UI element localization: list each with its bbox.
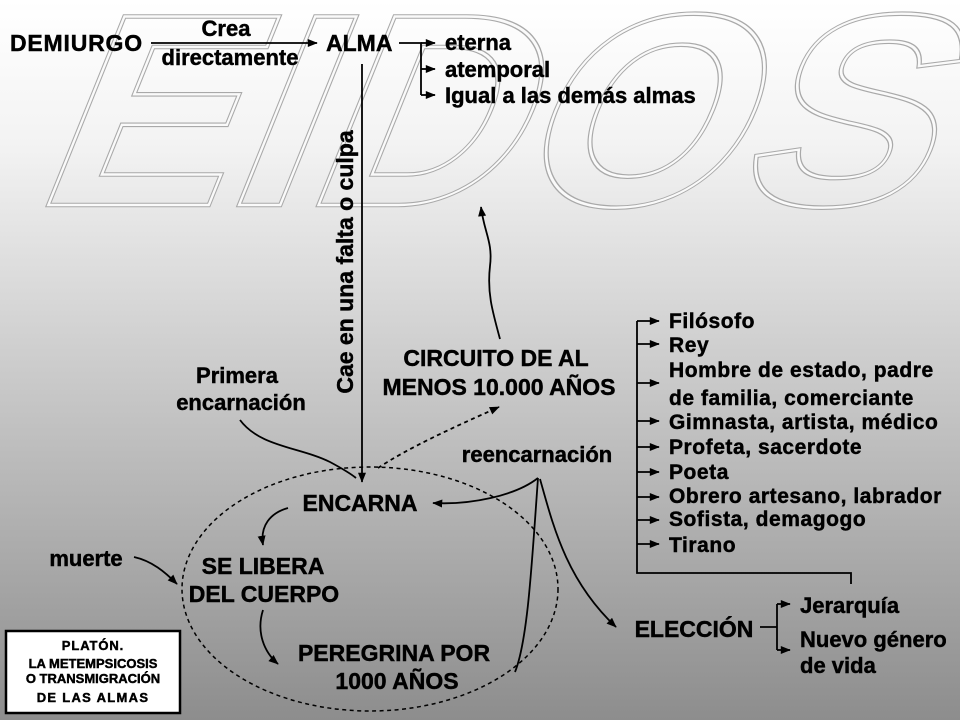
svg-text:atemporal: atemporal [445,57,550,82]
svg-text:Gimnasta, artista, médico: Gimnasta, artista, médico [669,411,938,434]
svg-text:EIDOS: EIDOS [5,0,960,264]
svg-text:Filósofo: Filósofo [669,310,755,333]
svg-text:Hombre de estado, padre: Hombre de estado, padre [669,359,934,382]
svg-text:reencarnación: reencarnación [462,442,612,467]
svg-text:encarnación: encarnación [176,390,306,415]
svg-text:MENOS 10.000 AÑOS: MENOS 10.000 AÑOS [382,373,615,400]
svg-text:Poeta: Poeta [669,461,729,484]
svg-text:PEREGRINA POR: PEREGRINA POR [298,640,491,666]
svg-text:DEMIURGO: DEMIURGO [10,30,143,56]
svg-text:ELECCIÓN: ELECCIÓN [635,615,754,642]
svg-text:ALMA: ALMA [326,30,392,56]
svg-text:ENCARNA: ENCARNA [303,490,418,516]
svg-text:Jerarquía: Jerarquía [800,593,900,618]
svg-text:directamente: directamente [162,45,299,70]
svg-text:Cae en una falta o culpa: Cae en una falta o culpa [332,130,358,393]
svg-text:O TRANSMIGRACIÓN: O TRANSMIGRACIÓN [26,671,160,686]
svg-text:de familia, comerciante: de familia, comerciante [669,387,914,410]
svg-text:DE LAS ALMAS: DE LAS ALMAS [37,690,150,705]
svg-text:CIRCUITO DE AL: CIRCUITO DE AL [403,345,588,371]
svg-text:Obrero artesano, labrador: Obrero artesano, labrador [669,485,942,508]
svg-text:de vida: de vida [800,653,877,678]
svg-text:Sofista, demagogo: Sofista, demagogo [669,508,866,531]
svg-text:Nuevo género: Nuevo género [800,627,947,652]
svg-text:Profeta, sacerdote: Profeta, sacerdote [669,436,862,459]
svg-text:SE LIBERA: SE LIBERA [202,553,325,579]
svg-text:EIDOS: EIDOS [5,0,960,264]
svg-text:muerte: muerte [49,546,122,571]
svg-text:Crea: Crea [202,16,252,41]
svg-text:PLATÓN.: PLATÓN. [62,638,124,653]
svg-text:Tirano: Tirano [669,534,736,557]
svg-text:Igual a las demás almas: Igual a las demás almas [445,83,696,108]
svg-text:LA METEMPSICOSIS: LA METEMPSICOSIS [29,656,158,671]
svg-text:1000 AÑOS: 1000 AÑOS [335,667,458,694]
svg-text:DEL CUERPO: DEL CUERPO [189,581,339,607]
svg-text:Rey: Rey [669,334,709,357]
svg-text:eterna: eterna [445,30,512,55]
svg-text:Primera: Primera [196,363,279,388]
